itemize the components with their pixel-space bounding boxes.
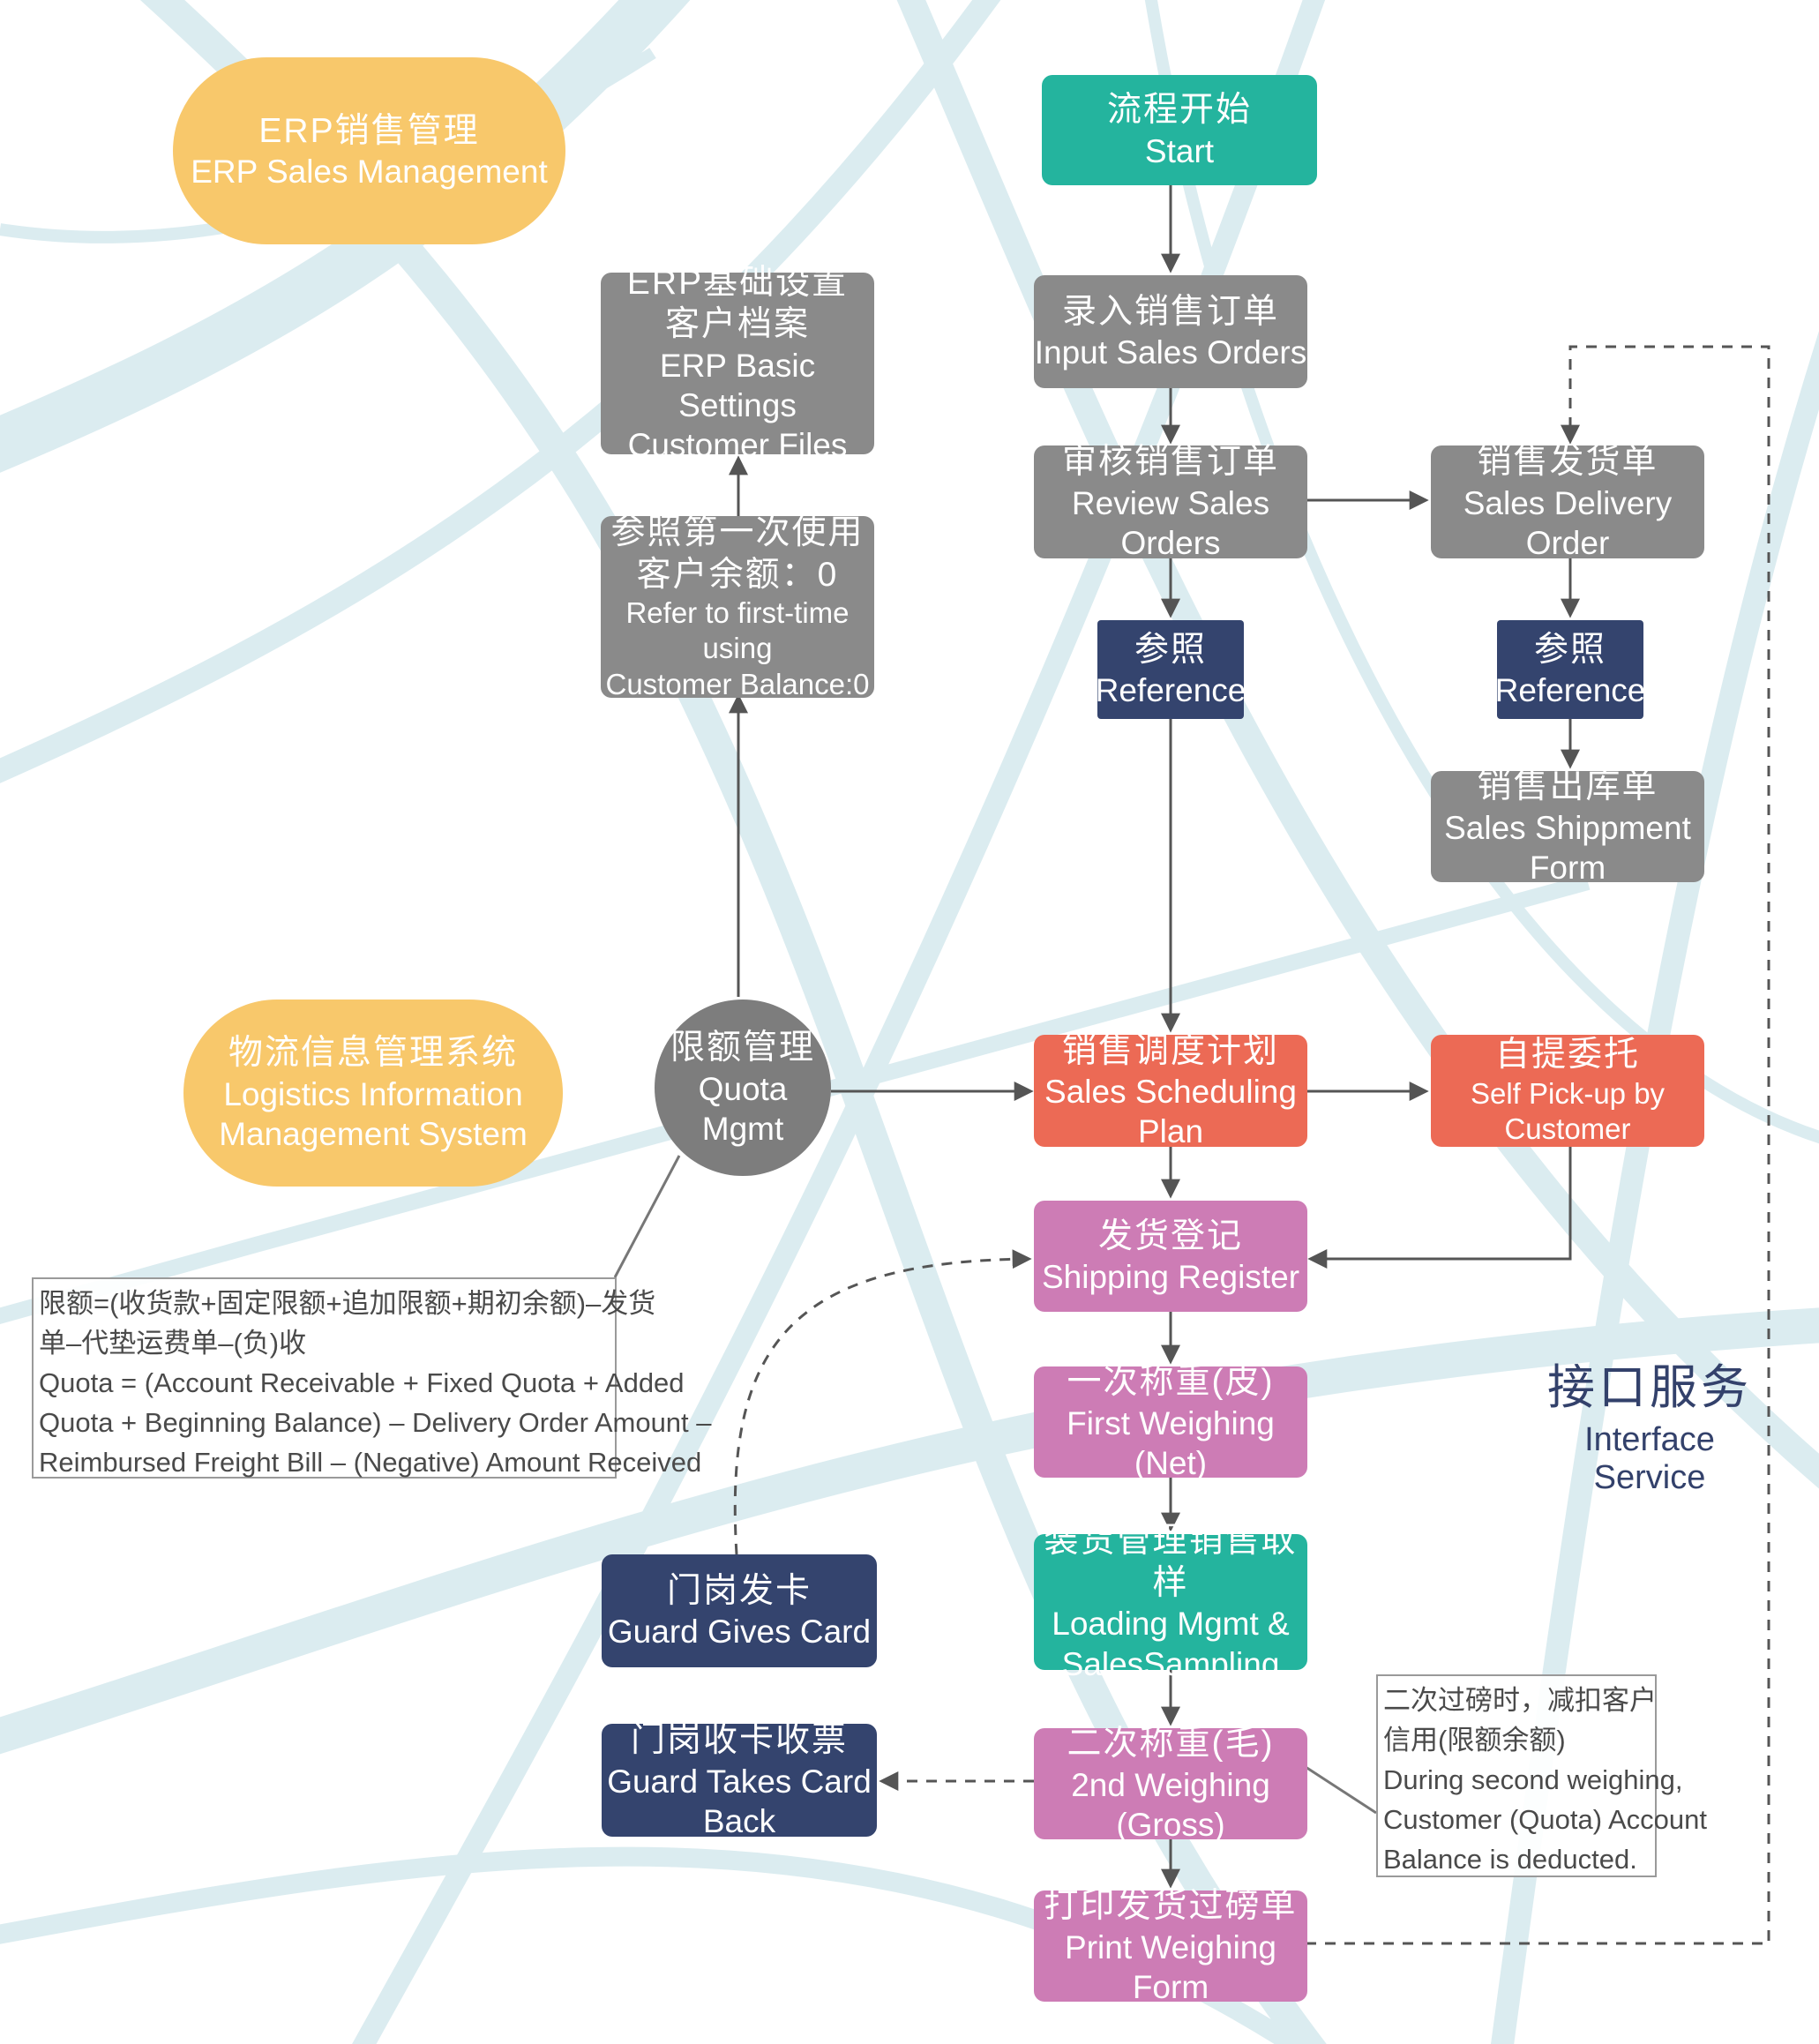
- second-note-zh1: 二次过磅时，减扣客户: [1383, 1685, 1657, 1716]
- erp-sales-zh: ERP销售管理: [258, 111, 480, 150]
- first-weighing-zh: 一次称重(皮): [1067, 1363, 1275, 1402]
- delivery-order-zh: 销售发货单: [1477, 443, 1658, 482]
- sales-delivery-order-node: 销售发货单 Sales Delivery Order: [1431, 443, 1704, 561]
- delivery-order-en: Sales Delivery Order: [1463, 484, 1673, 561]
- second-note-en3: Balance is deducted.: [1383, 1843, 1637, 1875]
- erp-basic-zh2: 客户档案: [664, 305, 810, 344]
- dashed-guard-card-to-register: [733, 1249, 1032, 1555]
- erp-sales-management-pill: ERP销售管理 ERP Sales Management: [173, 57, 565, 244]
- erp-basic-zh1: ERP基础设置: [626, 263, 849, 302]
- erp-sales-en: ERP Sales Management: [191, 153, 548, 191]
- logistics-en-line2: Management System: [219, 1115, 528, 1152]
- interface-service-en: Interface Service: [1584, 1421, 1715, 1496]
- second-note-zh2: 信用(限额余额): [1383, 1724, 1566, 1756]
- leader-quota-to-formula: [613, 1155, 681, 1278]
- start-node: 流程开始 Start: [1042, 75, 1317, 185]
- print-weighing-form-node: 打印发货过磅单 Print Weighing Form: [1034, 1887, 1307, 2005]
- refer-first-en2: Customer Balance:0: [605, 667, 870, 700]
- reference-right-en: Reference: [1494, 672, 1646, 709]
- second-note-en1: During second weighing,: [1383, 1763, 1683, 1795]
- quota-formula-en2: Quota + Beginning Balance) – Delivery Or…: [39, 1406, 712, 1438]
- refer-first-zh2: 客户余额：0: [636, 555, 839, 594]
- guard-takes-en: Guard Takes Card Back: [607, 1763, 872, 1839]
- logistics-en-line1: Logistics Information: [223, 1075, 523, 1112]
- guard-gives-card-node: 门岗发卡 Guard Gives Card: [602, 1554, 877, 1667]
- loading-zh: 装货管理销售取样: [1044, 1522, 1298, 1602]
- input-orders-zh: 录入销售订单: [1061, 292, 1279, 331]
- loading-mgmt-node: 装货管理销售取样 Loading Mgmt & SalesSampling: [1034, 1522, 1307, 1682]
- guard-gives-zh: 门岗发卡: [666, 1571, 812, 1610]
- quota-mgmt-circle: 限额管理 Quota Mgmt: [655, 1000, 831, 1176]
- self-pickup-zh: 自提委托: [1494, 1036, 1640, 1074]
- start-zh: 流程开始: [1106, 91, 1252, 130]
- second-note-en2: Customer (Quota) Account: [1383, 1803, 1707, 1835]
- arrow-self-pickup-to-register: [1307, 1147, 1572, 1269]
- erp-basic-settings-node: ERP基础设置 客户档案 ERP Basic Settings Customer…: [601, 264, 874, 463]
- reference-left-node: 参照 Reference: [1095, 620, 1246, 719]
- refer-first-zh1: 参照第一次使用: [610, 513, 865, 552]
- review-orders-en: Review Sales Orders: [1071, 484, 1270, 561]
- scheduling-en: Sales Scheduling Plan: [1044, 1074, 1297, 1150]
- shipment-form-zh: 销售出库单: [1477, 767, 1658, 806]
- second-weighing-en: 2nd Weighing (Gross): [1071, 1766, 1270, 1843]
- guard-takes-zh: 门岗收卡收票: [630, 1721, 848, 1760]
- self-pickup-en: Self Pick-up by Customer: [1470, 1077, 1666, 1146]
- reference-right-node: 参照 Reference: [1494, 620, 1646, 719]
- dashed-interface-service-loop: [1306, 345, 1770, 1945]
- erp-basic-en1: ERP Basic Settings: [659, 347, 816, 424]
- quota-formula-zh2: 单–代垫运费单–(负)收: [39, 1327, 307, 1359]
- leader-second-weighing-to-note: [1305, 1765, 1377, 1815]
- scheduling-zh: 销售调度计划: [1061, 1031, 1279, 1070]
- loading-en2: SalesSampling: [1061, 1645, 1280, 1682]
- sales-shipment-form-node: 销售出库单 Sales Shippment Form: [1431, 767, 1704, 886]
- review-orders-zh: 审核销售订单: [1061, 443, 1279, 482]
- review-sales-orders-node: 审核销售订单 Review Sales Orders: [1034, 443, 1307, 561]
- shipping-register-en: Shipping Register: [1041, 1259, 1300, 1296]
- input-sales-orders-node: 录入销售订单 Input Sales Orders: [1034, 275, 1307, 388]
- shipping-register-zh: 发货登记: [1097, 1217, 1243, 1255]
- refer-first-en1: Refer to first-time using: [625, 596, 850, 665]
- print-form-en: Print Weighing Form: [1065, 1928, 1276, 2005]
- shipment-form-en: Sales Shippment Form: [1444, 809, 1691, 886]
- logistics-system-pill: 物流信息管理系统 Logistics Information Managemen…: [183, 1000, 563, 1187]
- loading-en1: Loading Mgmt &: [1052, 1606, 1290, 1643]
- quota-formula-zh1: 限额=(收货款+固定限额+追加限额+期初余额)–发货: [39, 1288, 656, 1319]
- reference-right-zh: 参照: [1533, 630, 1606, 669]
- erp-basic-en2: Customer Files: [627, 427, 848, 464]
- quota-en: Quota Mgmt: [698, 1070, 788, 1147]
- print-form-zh: 打印发货过磅单: [1044, 1887, 1298, 1926]
- quota-formula-en3: Reimbursed Freight Bill – (Negative) Amo…: [39, 1446, 702, 1478]
- interface-service-label: 接口服务 Interface Service: [1531, 1348, 1769, 1497]
- reference-left-zh: 参照: [1134, 630, 1207, 669]
- logistics-zh: 物流信息管理系统: [228, 1034, 518, 1073]
- refer-first-time-node: 参照第一次使用 客户余额：0 Refer to first-time using…: [601, 513, 874, 700]
- quota-formula-en1: Quota = (Account Receivable + Fixed Quot…: [39, 1366, 685, 1398]
- first-weighing-en: First Weighing (Net): [1067, 1404, 1275, 1481]
- quota-zh: 限额管理: [670, 1029, 815, 1067]
- reference-left-en: Reference: [1095, 672, 1246, 709]
- guard-gives-en: Guard Gives Card: [607, 1613, 872, 1651]
- guard-takes-card-node: 门岗收卡收票 Guard Takes Card Back: [602, 1721, 877, 1839]
- interface-service-zh: 接口服务: [1547, 1361, 1752, 1414]
- second-weighing-note: 二次过磅时，减扣客户 信用(限额余额) During second weighi…: [1376, 1674, 1707, 1877]
- sales-scheduling-plan-node: 销售调度计划 Sales Scheduling Plan: [1034, 1032, 1307, 1149]
- quota-formula-note: 限额=(收货款+固定限额+追加限额+期初余额)–发货 单–代垫运费单–(负)收 …: [32, 1277, 712, 1479]
- input-orders-en: Input Sales Orders: [1034, 334, 1307, 371]
- first-weighing-node: 一次称重(皮) First Weighing (Net): [1034, 1363, 1307, 1481]
- shipping-register-node: 发货登记 Shipping Register: [1034, 1201, 1307, 1312]
- second-weighing-zh: 二次称重(毛): [1067, 1725, 1275, 1763]
- start-en: Start: [1144, 132, 1215, 169]
- second-weighing-node: 二次称重(毛) 2nd Weighing (Gross): [1034, 1725, 1307, 1843]
- self-pickup-node: 自提委托 Self Pick-up by Customer: [1431, 1035, 1704, 1147]
